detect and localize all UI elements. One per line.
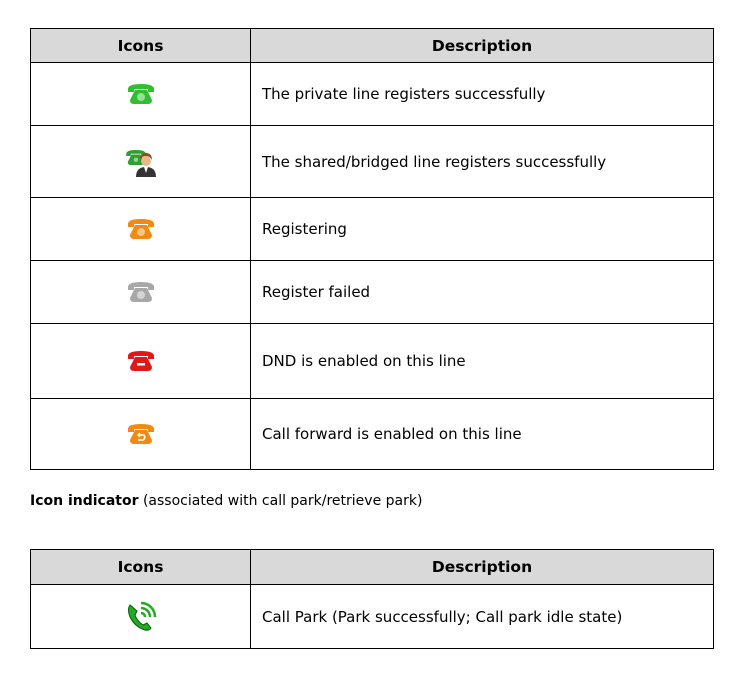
description-cell: Registering: [250, 197, 714, 261]
icon-cell: [30, 197, 251, 261]
phone-red-dnd-icon: [125, 351, 157, 371]
table-header-row: Icons Description: [30, 549, 714, 585]
icon-cell: [30, 323, 251, 399]
call-park-icons-table: Icons Description Call Park (Park succes…: [30, 549, 714, 649]
table-header-row: Icons Description: [30, 28, 714, 63]
phone-orange-icon: [125, 219, 157, 239]
table-row: The private line registers successfully: [30, 62, 714, 126]
description-cell: Call Park (Park successfully; Call park …: [250, 584, 714, 649]
header-icons: Icons: [30, 28, 251, 63]
table-row: The shared/bridged line registers succes…: [30, 125, 714, 198]
icon-cell: [30, 125, 251, 198]
table-row: DND is enabled on this line: [30, 323, 714, 399]
icon-cell: [30, 62, 251, 126]
table-row: Registering: [30, 197, 714, 261]
icon-cell: [30, 584, 251, 649]
caption-text: (associated with call park/retrieve park…: [138, 493, 423, 509]
section-caption: Icon indicator (associated with call par…: [30, 493, 422, 509]
table-row: Register failed: [30, 260, 714, 324]
header-description: Description: [250, 549, 714, 585]
description-cell: Register failed: [250, 260, 714, 324]
description-cell: Call forward is enabled on this line: [250, 398, 714, 470]
description-cell: The shared/bridged line registers succes…: [250, 125, 714, 198]
line-status-icons-table: Icons Description The private line regis…: [30, 28, 714, 470]
caption-bold: Icon indicator: [30, 493, 139, 509]
description-cell: DND is enabled on this line: [250, 323, 714, 399]
header-icons: Icons: [30, 549, 251, 585]
header-description: Description: [250, 28, 714, 63]
phone-shared-user-icon: [124, 149, 158, 177]
phone-gray-icon: [125, 282, 157, 302]
table-row: Call forward is enabled on this line: [30, 398, 714, 470]
phone-green-icon: [125, 84, 157, 104]
icon-cell: [30, 260, 251, 324]
icon-cell: [30, 398, 251, 470]
table-row: Call Park (Park successfully; Call park …: [30, 584, 714, 649]
description-cell: The private line registers successfully: [250, 62, 714, 126]
call-park-icon: [125, 601, 157, 631]
phone-orange-forward-icon: [125, 424, 157, 444]
